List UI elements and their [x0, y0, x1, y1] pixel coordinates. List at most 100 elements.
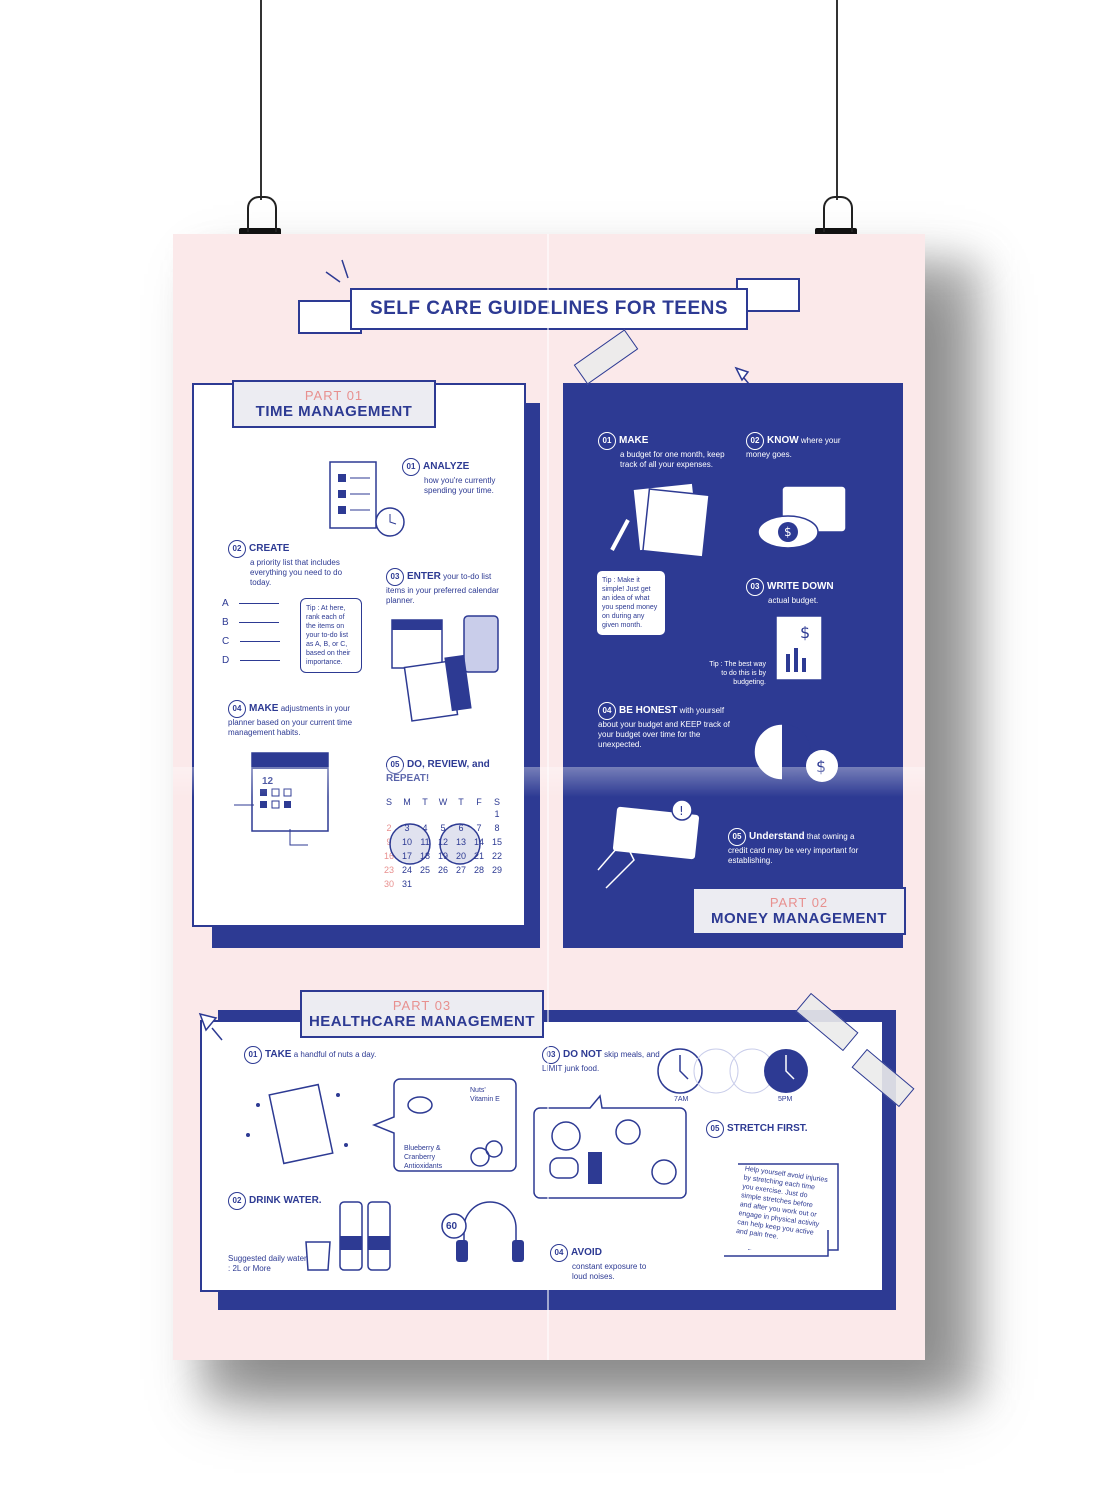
step-verb: KNOW — [767, 435, 799, 447]
step-text: actual budget. — [768, 596, 819, 605]
notepad-pencil-icon — [610, 482, 710, 558]
step-number: 05 — [706, 1120, 724, 1138]
calendar-day: 6 — [452, 821, 470, 835]
calendar-circles-icon — [389, 823, 481, 865]
calendar-day: 7 — [476, 823, 482, 833]
calendar-day: 25 — [419, 865, 430, 875]
part2-label: PART 02 — [769, 895, 829, 910]
time-end: 5PM — [778, 1096, 793, 1103]
step-verb: ENTER — [407, 571, 441, 583]
calendar-day: 24 — [401, 865, 412, 875]
step-number: 01 — [402, 458, 420, 476]
sparkle-icon — [325, 259, 349, 283]
calendar-planner-icon — [234, 752, 329, 846]
abcd-list: A B C D — [222, 594, 281, 670]
step-number: 01 — [598, 432, 616, 450]
fold-horizontal — [173, 767, 925, 797]
calendar-week-row: 1 — [380, 807, 510, 821]
step-verb: WRITE DOWN — [767, 581, 834, 593]
step-text: how you're currently spending your time. — [424, 476, 496, 495]
calendar-day: 1 — [494, 809, 500, 819]
part1-label: PART 01 — [304, 388, 364, 403]
step-verb: MAKE — [619, 435, 649, 447]
calendar-day: 29 — [491, 865, 502, 875]
calendar-day: 26 — [437, 865, 448, 875]
step-number: 03 — [746, 578, 764, 596]
calendar-day-header: M — [403, 797, 411, 807]
step-text: adjustments in your planner based on you… — [228, 704, 353, 737]
step-verb: Understand — [749, 831, 805, 843]
abcd-item: C — [222, 632, 281, 651]
step-number: 03 — [542, 1046, 560, 1064]
budget-document-icon: $ — [775, 615, 823, 681]
calendar-day: 31 — [401, 879, 412, 889]
part2-title: MONEY MANAGEMENT — [710, 910, 888, 927]
svg-text:!: ! — [679, 804, 684, 818]
clock-timeline-icon — [657, 1048, 808, 1094]
clock-moneybag-icon: $ — [753, 723, 838, 782]
push-pin-icon — [734, 366, 755, 391]
step-text: a budget for one month, keep track of al… — [620, 450, 725, 469]
calendar-day: 20 — [452, 849, 470, 863]
nuts-bag-icon — [246, 1083, 348, 1165]
water-bottles-icon — [305, 1201, 391, 1271]
calendar-day: 14 — [470, 835, 488, 849]
calendar-day: 2 — [386, 823, 392, 833]
svg-text:$: $ — [784, 525, 792, 539]
calendar-day: 3 — [398, 821, 416, 835]
step-number: 04 — [228, 700, 246, 718]
calendar-day: 8 — [494, 823, 500, 833]
step-text: skip meals, and LIMIT junk food. — [542, 1050, 660, 1073]
calendar-week-row: 16171819202122 — [380, 849, 510, 863]
calendar-week-row: 2345678 — [380, 821, 510, 835]
step-text: your to-do list items in your preferred … — [386, 572, 499, 605]
calendar-day-header: S — [493, 797, 500, 807]
calendar-day-header: T — [458, 797, 464, 807]
step-verb: TAKE — [265, 1049, 292, 1061]
left-string — [260, 0, 262, 200]
step-number: 04 — [550, 1244, 568, 1262]
checklist-icon — [329, 461, 405, 537]
step-number: 03 — [386, 568, 404, 586]
step-verb: MAKE — [249, 703, 279, 715]
step-text: with yourself about your budget and KEEP… — [598, 706, 730, 749]
credit-card-hand-icon: ! — [597, 800, 701, 889]
calendar-day: 15 — [491, 837, 502, 847]
part3-label: PART 03 — [392, 998, 452, 1013]
calendar-day: 12 — [434, 835, 452, 849]
svg-text:$: $ — [800, 623, 810, 642]
calendar-day: 23 — [383, 865, 394, 875]
calendar-day: 30 — [383, 879, 394, 889]
nuts-berries-bubble-icon — [371, 1078, 517, 1172]
step-verb: AVOID — [571, 1247, 602, 1259]
nuts-label: Nuts' Vitamin E — [470, 1087, 500, 1103]
step-verb: STRETCH FIRST. — [727, 1123, 808, 1135]
calendar-icon-day: 12 — [262, 776, 273, 787]
abcd-item: A — [222, 594, 280, 613]
calendar-day: 22 — [491, 851, 502, 861]
calendar-day: 11 — [416, 835, 434, 849]
calendar-day-header: W — [438, 797, 448, 807]
step-verb: DO NOT — [563, 1049, 602, 1061]
push-pin-icon — [198, 1012, 223, 1041]
fold-vertical — [547, 234, 549, 1360]
step-text: where your money goes. — [746, 436, 841, 459]
step-verb: DRINK WATER. — [249, 1195, 322, 1207]
part2-tip1: Tip : Make it simple! Just get an idea o… — [596, 570, 666, 636]
step-number: 02 — [228, 540, 246, 558]
part2-tab: PART 02 MONEY MANAGEMENT — [692, 887, 906, 935]
part3-tab: PART 03 HEALTHCARE MANAGEMENT — [300, 990, 544, 1038]
part3-title: HEALTHCARE MANAGEMENT — [308, 1013, 536, 1030]
part2-tip2: Tip : The best way to do this is by budg… — [709, 661, 766, 686]
